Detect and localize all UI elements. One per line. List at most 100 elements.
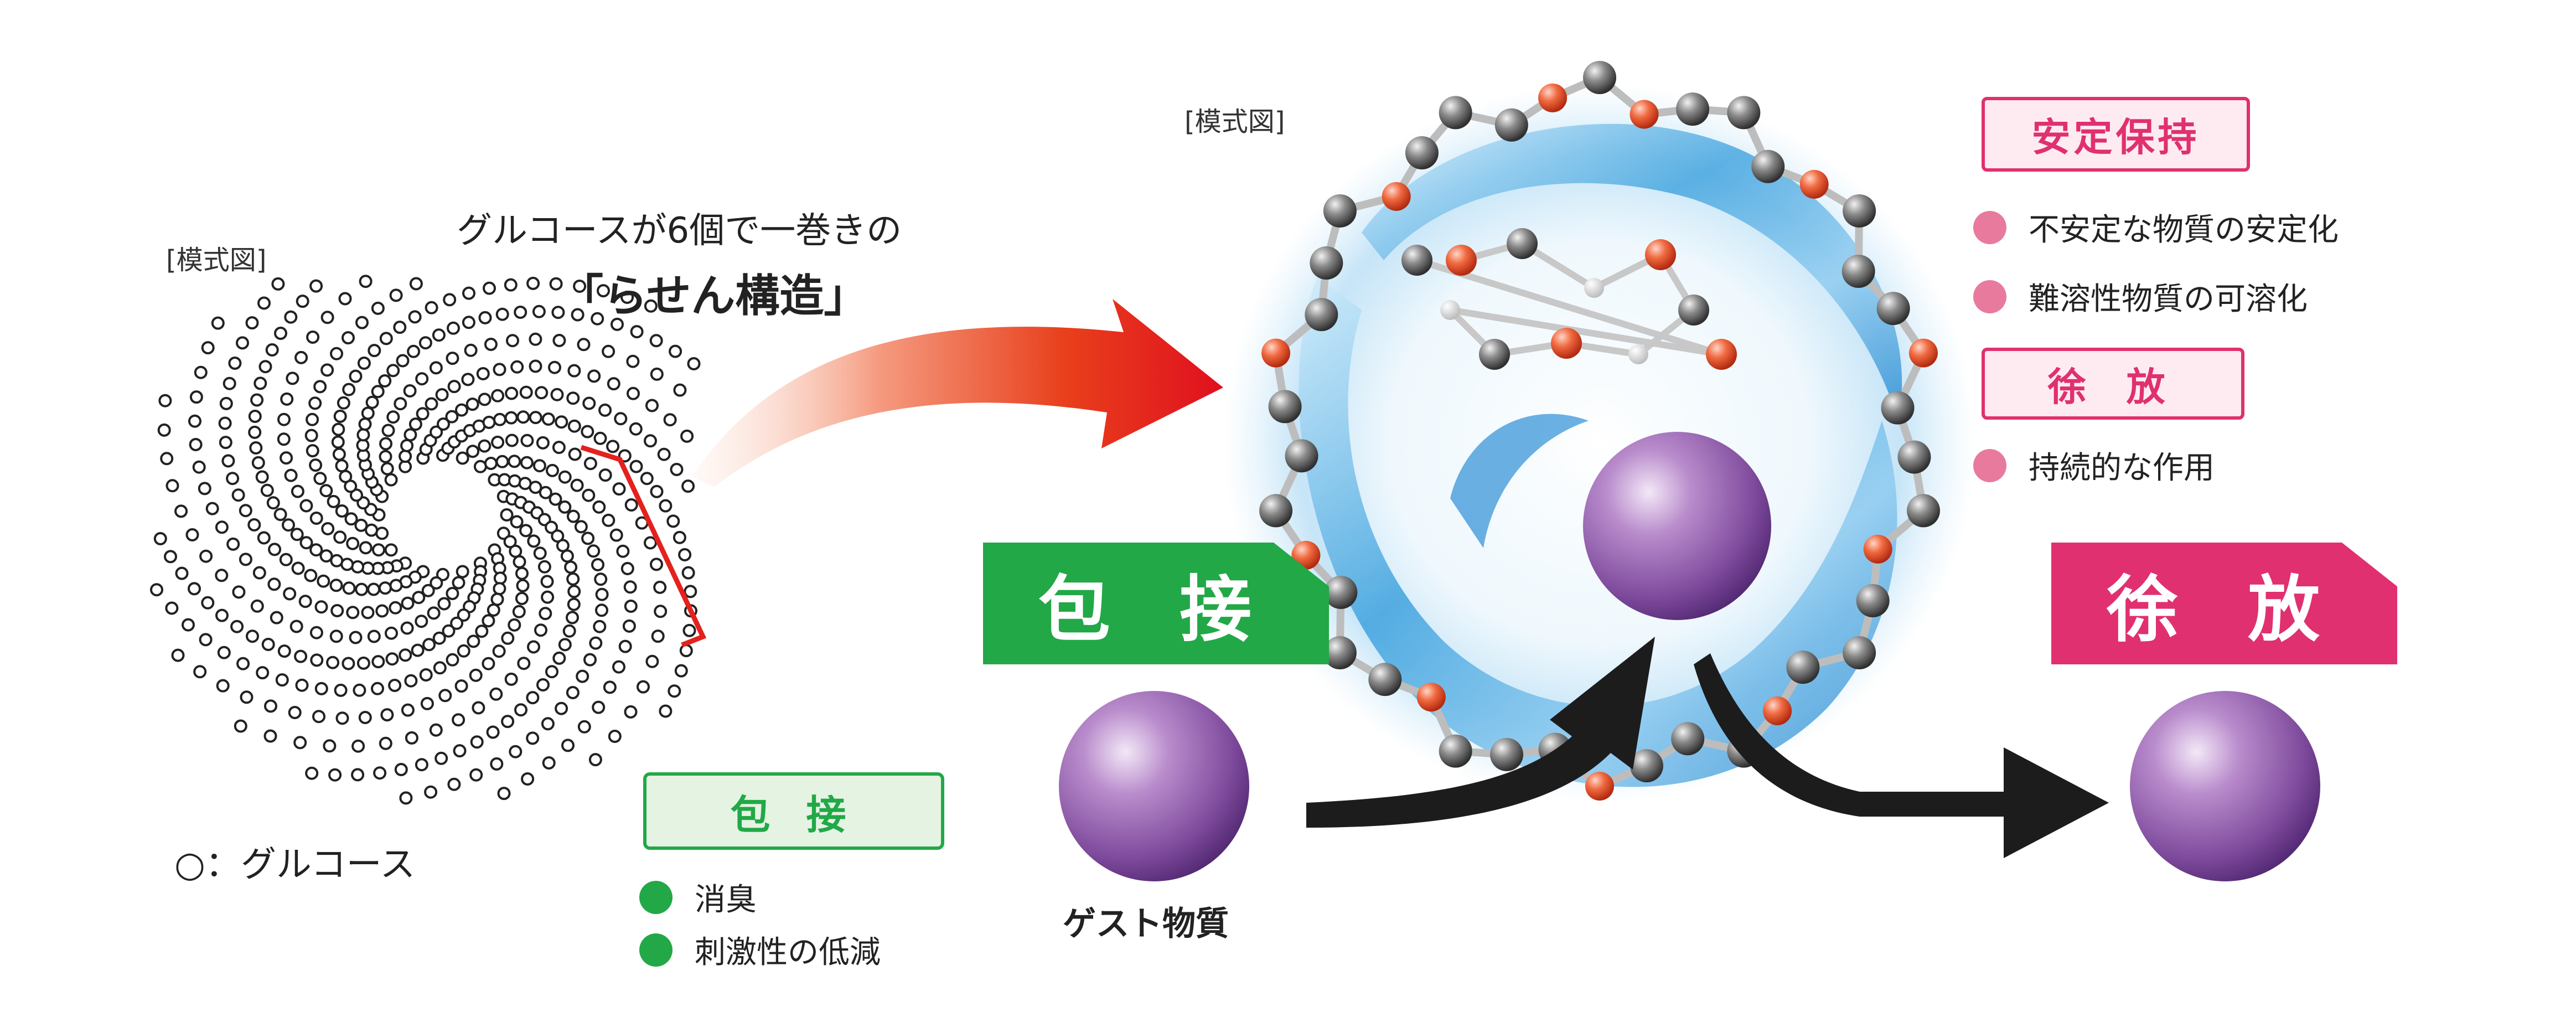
glucose-bead [508, 618, 521, 632]
glucose-bead [306, 331, 320, 344]
glucose-bead [435, 388, 449, 401]
glucose-bead [429, 723, 443, 737]
carbon-atom [1881, 391, 1915, 425]
glucose-bead [674, 664, 688, 678]
glucose-bead [597, 284, 610, 298]
glucose-bead [583, 457, 597, 471]
glucose-bead [491, 389, 505, 402]
glucose-bead [394, 397, 407, 411]
bullet-dot [1973, 448, 2006, 482]
glucose-bead [330, 347, 343, 360]
glucose-bead [567, 419, 581, 433]
glucose-bead [616, 544, 630, 558]
glucose-bead [317, 574, 330, 588]
glucose-bead [442, 624, 456, 638]
glucose-bead [623, 580, 637, 594]
glucose-bead [482, 657, 495, 670]
glucose-bead [593, 431, 607, 445]
glucose-bead [215, 520, 229, 534]
glucose-bead [331, 435, 345, 449]
glucose-bead [478, 439, 492, 453]
glucose-bead [367, 582, 381, 596]
glucose-bead [581, 425, 594, 438]
glucose-bead [558, 470, 572, 484]
glucose-bead [651, 629, 665, 643]
carbon-atom [1897, 440, 1931, 474]
glucose-bead [562, 624, 576, 638]
oxygen-atom [1382, 182, 1411, 211]
glucose-bead [309, 512, 323, 525]
glucose-bead [447, 777, 461, 791]
glucose-bead [598, 403, 612, 417]
glucose-bead [434, 751, 448, 765]
glucose-bead [260, 483, 274, 497]
glucose-bead [436, 567, 449, 581]
guest-sphere [1059, 691, 1249, 881]
glucose-bead [681, 479, 695, 493]
glucose-bead [275, 673, 289, 687]
helix-caption-line1: グルコースが6個で一巻きの [457, 210, 902, 251]
glucose-bead [361, 606, 375, 620]
glucose-bead [589, 636, 603, 650]
glucose-bead [532, 459, 546, 473]
glucose-bead [422, 638, 436, 652]
release-arrow [1694, 653, 2109, 858]
glucose-bead [490, 757, 504, 771]
glucose-bead [389, 579, 403, 592]
glucose-bead [594, 572, 608, 586]
glucose-bead [529, 481, 542, 494]
glucose-bead [526, 691, 540, 705]
glucose-bead [483, 281, 496, 295]
glucose-bead [219, 396, 233, 410]
glucose-bead [456, 451, 469, 465]
glucose-bead [495, 307, 509, 321]
glucose-bead [189, 438, 203, 451]
glucose-bead [555, 701, 568, 715]
inclusion-banner: 包 接 [983, 543, 1329, 664]
glucose-bead [591, 312, 604, 326]
glucose-bead [443, 293, 457, 307]
glucose-bead [668, 684, 681, 698]
glucose-bead [263, 729, 277, 743]
glucose-bead [286, 371, 299, 385]
glucose-bead [228, 357, 242, 370]
carbon-atom [1268, 390, 1302, 424]
oxygen-atom [1799, 169, 1829, 199]
glucose-bead [620, 562, 634, 575]
glucose-bead [644, 536, 657, 550]
glucose-bead [629, 460, 643, 473]
glucose-bead [192, 460, 206, 474]
glucose-bead [279, 553, 293, 566]
glucose-bead [327, 494, 340, 508]
glucose-bead [223, 376, 236, 390]
glucose-bead [257, 531, 271, 545]
glucose-bead [389, 288, 403, 302]
glucose-bead [626, 354, 640, 368]
glucose-bead [239, 504, 252, 518]
glucose-bead [199, 633, 213, 647]
glucose-bead [333, 530, 347, 544]
glucose-bead [552, 334, 566, 347]
inclusion-box-title: 包 接 [643, 772, 944, 850]
glucose-bead [248, 410, 262, 423]
glucose-bead [549, 492, 562, 506]
glucose-bead [333, 409, 347, 423]
glucose-bead [388, 679, 402, 692]
glucose-bead [512, 605, 526, 618]
glucose-bead [680, 429, 694, 443]
glucose-bead [669, 344, 682, 358]
glucose-bead [607, 377, 620, 391]
glucose-bead [566, 509, 580, 523]
glucose-bead [373, 766, 387, 780]
glucose-bead [182, 618, 195, 632]
release-item-sustained: 持続的な作用 [1973, 443, 2215, 488]
glucose-bead [663, 413, 677, 427]
glucose-bead [346, 606, 360, 620]
glucose-bead [356, 428, 370, 442]
glucose-bead [338, 292, 352, 306]
glucose-bead [653, 580, 667, 594]
carbon-atom [1843, 194, 1876, 228]
glucose-bead [450, 616, 464, 630]
glucose-bead [537, 560, 551, 574]
glucose-bead [342, 331, 355, 345]
